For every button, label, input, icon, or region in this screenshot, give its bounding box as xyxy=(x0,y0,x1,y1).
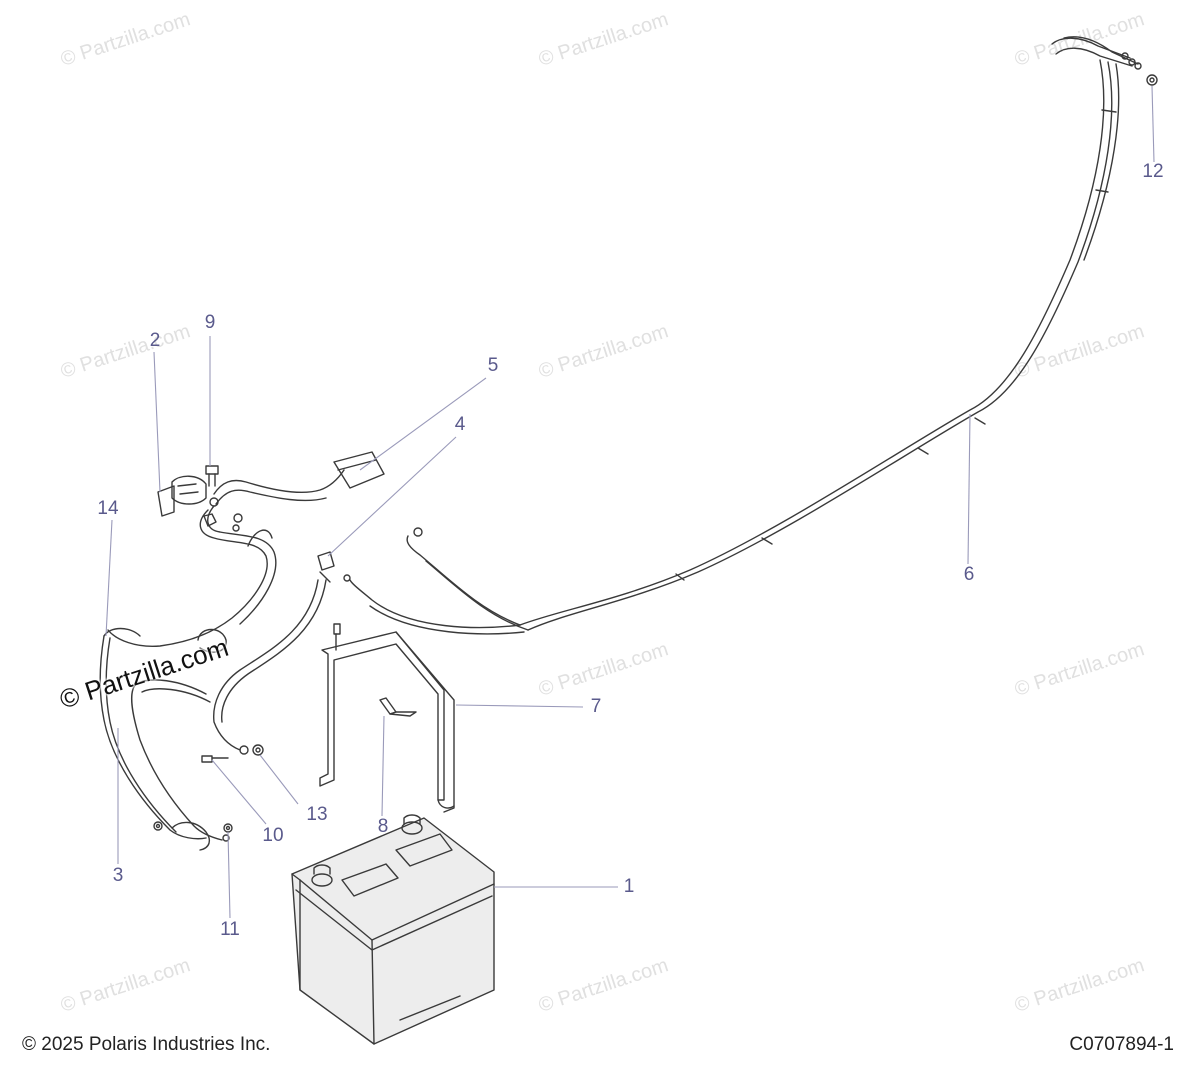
callout-14[interactable]: 14 xyxy=(97,498,119,519)
bolt-9 xyxy=(205,465,219,487)
callout-3[interactable]: 3 xyxy=(112,865,124,886)
callout-1[interactable]: 1 xyxy=(623,876,635,897)
cable-3 xyxy=(130,679,230,842)
nut-11 xyxy=(223,823,233,833)
callout-9[interactable]: 9 xyxy=(204,312,216,333)
callout-2[interactable]: 2 xyxy=(149,330,161,351)
battery-body xyxy=(291,814,495,1045)
copyright-text: © 2025 Polaris Industries Inc. xyxy=(22,1034,271,1055)
callout-5[interactable]: 5 xyxy=(487,355,499,376)
nut-13 xyxy=(252,744,264,756)
main-harness-cable xyxy=(343,36,1142,635)
diagram-id: C0707894-1 xyxy=(1069,1034,1174,1055)
cable-with-boot xyxy=(107,451,385,647)
callout-10[interactable]: 10 xyxy=(262,825,284,846)
battery-strap xyxy=(379,697,417,717)
cable-4 xyxy=(213,551,335,755)
leader-lines xyxy=(105,85,1155,919)
callout-8[interactable]: 8 xyxy=(377,816,389,837)
callout-12[interactable]: 12 xyxy=(1142,161,1164,182)
bolt-10 xyxy=(201,755,229,763)
solenoid-relay xyxy=(157,475,207,517)
callout-11[interactable]: 11 xyxy=(220,919,240,940)
callout-7[interactable]: 7 xyxy=(590,696,602,717)
callout-6[interactable]: 6 xyxy=(963,564,975,585)
nut-12 xyxy=(1146,74,1158,86)
callout-13[interactable]: 13 xyxy=(306,804,328,825)
battery-bracket xyxy=(319,623,455,813)
callout-4[interactable]: 4 xyxy=(454,414,466,435)
